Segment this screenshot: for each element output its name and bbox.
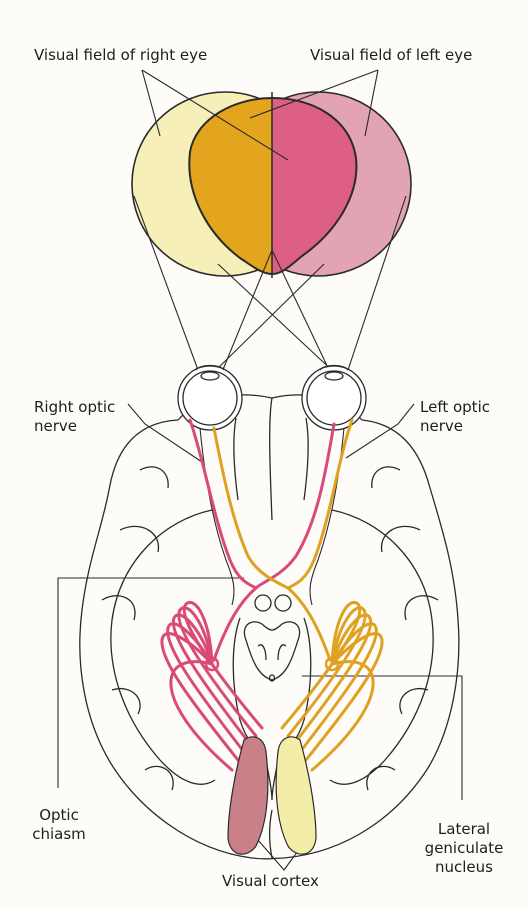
brain xyxy=(80,395,459,859)
proj-6 xyxy=(212,264,324,374)
occipital-notch xyxy=(270,810,272,858)
midbrain-inner-right xyxy=(278,645,286,660)
mammillary-body-left xyxy=(255,595,271,611)
midbrain-outer-left xyxy=(233,618,264,752)
proj-5 xyxy=(218,264,336,374)
sulcus-8 xyxy=(405,596,438,620)
visual-fields xyxy=(132,90,411,290)
sulcus-4 xyxy=(112,689,140,714)
mammillary-body-right xyxy=(275,595,291,611)
right-eyeball xyxy=(178,366,242,430)
label-optic-chiasm-line1: Optic xyxy=(28,806,90,825)
olfactory-right xyxy=(304,418,308,500)
label-right-optic-nerve: Right optic nerve xyxy=(34,398,115,436)
olfactory-left xyxy=(234,418,238,500)
brain-outline xyxy=(80,420,459,859)
label-lateral-geniculate-line3: nucleus xyxy=(420,858,508,877)
label-right-optic-nerve-line1: Right optic xyxy=(34,398,115,417)
midbrain-outer-right xyxy=(280,618,311,752)
label-lateral-geniculate-nucleus: Lateral geniculate nucleus xyxy=(420,820,508,877)
label-visual-field-left-eye: Visual field of left eye xyxy=(310,46,472,65)
label-left-optic-nerve-line2: nerve xyxy=(420,417,490,436)
sulcus-10 xyxy=(367,766,395,790)
midbrain-outline xyxy=(244,622,299,680)
sulcus-6 xyxy=(372,467,400,488)
right-pathway xyxy=(162,420,334,770)
left-nerve-red xyxy=(256,424,334,588)
label-left-optic-nerve-line1: Left optic xyxy=(420,398,490,417)
right-nerve-yellow xyxy=(214,428,288,588)
sulcus-1 xyxy=(140,467,168,488)
sulcus-2 xyxy=(120,526,158,552)
label-left-optic-nerve: Left optic nerve xyxy=(420,398,490,436)
interhemispheric-fissure xyxy=(270,398,272,520)
right-eye xyxy=(178,366,242,431)
sulcus-7 xyxy=(382,526,420,552)
label-lateral-geniculate-line1: Lateral xyxy=(420,820,508,839)
sulcus-5 xyxy=(145,766,173,790)
label-optic-chiasm: Optic chiasm xyxy=(28,806,90,844)
midbrain-inner-left xyxy=(258,645,266,660)
sulcus-3 xyxy=(102,596,135,620)
right-nerve-red xyxy=(190,420,256,588)
left-tract-yellow xyxy=(288,588,330,660)
label-lateral-geniculate-line2: geniculate xyxy=(420,839,508,858)
left-eyeball xyxy=(302,366,366,430)
label-visual-field-right-eye: Visual field of right eye xyxy=(34,46,207,65)
label-optic-chiasm-line2: chiasm xyxy=(28,825,90,844)
pointer-lateral-geniculate xyxy=(302,676,462,800)
right-tract-red xyxy=(214,588,256,660)
left-eye xyxy=(302,366,366,431)
label-visual-cortex: Visual cortex xyxy=(222,872,319,891)
label-right-optic-nerve-line2: nerve xyxy=(34,417,115,436)
